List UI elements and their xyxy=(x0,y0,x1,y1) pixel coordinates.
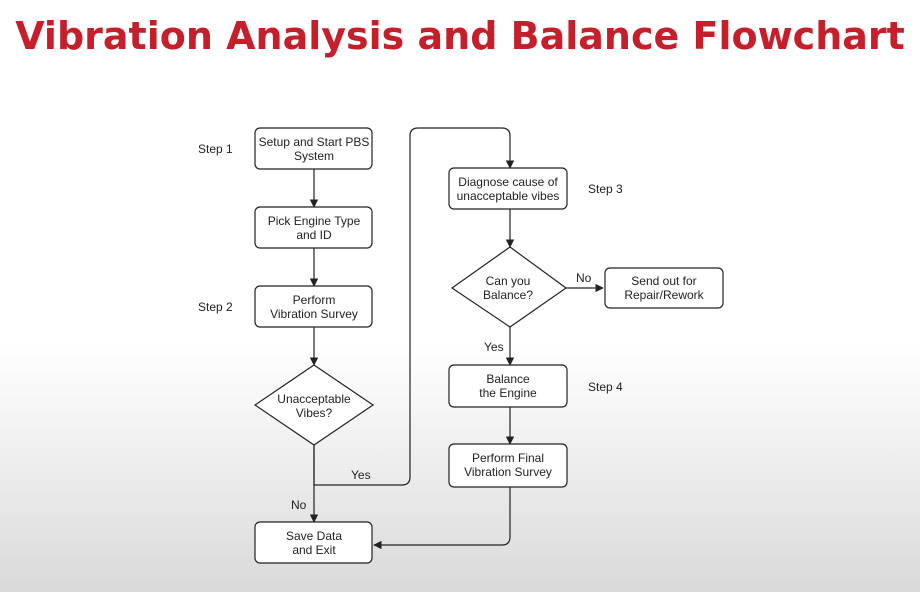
node-send-out-line1: Send out for xyxy=(631,274,696,288)
node-pick-engine xyxy=(254,206,373,249)
node-can-balance-decision xyxy=(450,246,568,328)
node-send-out xyxy=(604,267,724,309)
node-setup xyxy=(254,127,373,170)
node-perform-survey xyxy=(254,285,373,328)
node-final-survey-line2: Vibration Survey xyxy=(464,465,552,479)
connectors xyxy=(309,127,604,550)
edge-unacceptable-yes xyxy=(313,127,515,486)
step-label-2: Step 2 xyxy=(198,300,233,314)
edge-label-no-unacceptable: No xyxy=(291,498,307,512)
node-can-balance-line1: Can you xyxy=(486,274,531,288)
node-final-survey xyxy=(448,443,568,488)
step-label-3: Step 3 xyxy=(588,182,623,196)
node-setup-line2: System xyxy=(294,149,334,163)
edge-label-yes-balance: Yes xyxy=(484,340,504,354)
node-can-balance-line2: Balance? xyxy=(483,288,533,302)
node-unacceptable-line2: Vibes? xyxy=(296,406,333,420)
node-save-exit-line2: and Exit xyxy=(292,543,336,557)
node-send-out-line2: Repair/Rework xyxy=(624,288,704,302)
node-perform-survey-line1: Perform xyxy=(293,293,336,307)
node-pick-engine-line2: and ID xyxy=(296,228,332,242)
page-title: Vibration Analysis and Balance Flowchart xyxy=(15,14,905,58)
node-balance-line2: the Engine xyxy=(479,386,537,400)
node-balance xyxy=(448,364,568,408)
node-diagnose xyxy=(448,167,568,210)
step-label-4: Step 4 xyxy=(588,380,623,394)
node-perform-survey-line2: Vibration Survey xyxy=(270,307,358,321)
node-diagnose-line1: Diagnose cause of xyxy=(458,175,558,189)
node-save-exit xyxy=(254,521,373,564)
edge-label-yes-unacceptable: Yes xyxy=(351,468,371,482)
node-save-exit-line1: Save Data xyxy=(286,529,342,543)
edge-label-no-balance: No xyxy=(576,271,592,285)
node-diagnose-line2: unacceptable vibes xyxy=(457,189,560,203)
node-unacceptable-decision xyxy=(253,364,375,446)
node-unacceptable-line1: Unacceptable xyxy=(277,392,351,406)
node-final-survey-line1: Perform Final xyxy=(472,451,544,465)
node-balance-line1: Balance xyxy=(486,372,530,386)
node-pick-engine-line1: Pick Engine Type xyxy=(268,214,361,228)
shapes xyxy=(253,127,724,564)
edge-final-to-save xyxy=(373,487,511,550)
node-setup-line1: Setup and Start PBS xyxy=(259,135,370,149)
step-label-1: Step 1 xyxy=(198,142,233,156)
